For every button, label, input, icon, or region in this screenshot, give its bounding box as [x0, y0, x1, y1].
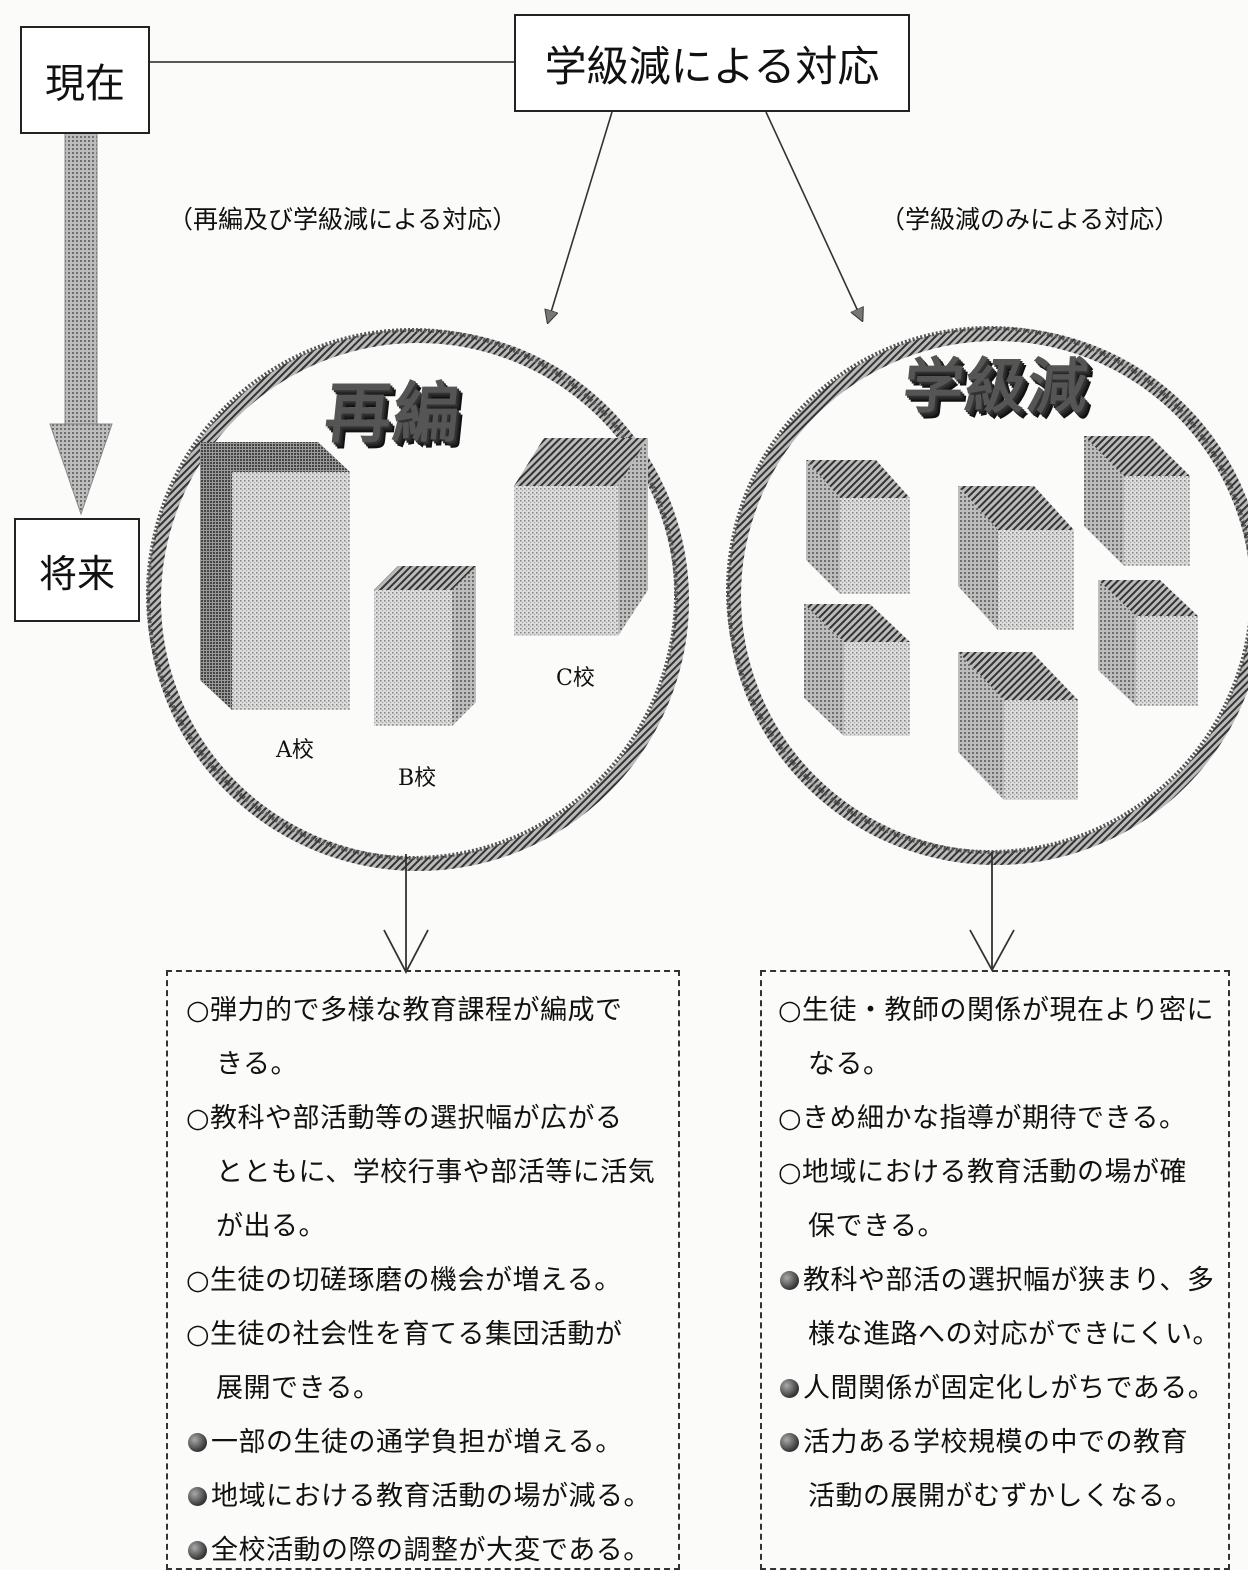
effect-item-line: 一部の生徒の通学負担が増える。	[186, 1420, 623, 1459]
school-a-building	[200, 442, 350, 710]
main-node: 学級減による対応	[514, 14, 910, 112]
current-node: 現在	[20, 26, 150, 134]
demerit-bullet-icon	[780, 1379, 799, 1398]
effect-item-line: きる。	[216, 1049, 298, 1080]
effect-item-line: とともに、学校行事や部活等に活気	[216, 1157, 656, 1188]
effect-item-line: ○生徒の社会性を育てる集団活動が	[186, 1319, 623, 1350]
effect-text: 人間関係が固定化しがちである。	[803, 1373, 1216, 1404]
effect-text: 一部の生徒の通学負担が増える。	[211, 1427, 623, 1458]
right-building-3	[1084, 436, 1190, 566]
effect-item-line: 地域における教育活動の場が減る。	[186, 1474, 651, 1513]
effect-text: 教科や部活の選択幅が狭まり、多	[803, 1265, 1215, 1296]
effect-text: 活力ある学校規模の中での教育	[803, 1427, 1188, 1458]
effect-item-line: 保できる。	[808, 1211, 945, 1242]
arrow-right-down	[969, 852, 1015, 972]
effect-text: 全校活動の際の調整が大変である。	[211, 1535, 651, 1566]
demerit-bullet-icon	[188, 1487, 207, 1506]
timeline-arrow	[49, 131, 113, 516]
right-circle	[726, 326, 1248, 865]
effect-item-line: ○地域における教育活動の場が確	[778, 1157, 1188, 1188]
right-building-2	[958, 486, 1074, 630]
effect-item-line: 活動の展開がむずかしくなる。	[808, 1481, 1193, 1512]
arrow-to-right-circle	[765, 111, 862, 320]
right-building-6	[1098, 580, 1198, 706]
left-emblem: 再編	[321, 375, 466, 452]
school-b-building	[374, 566, 476, 726]
arrow-left-down	[383, 854, 429, 974]
effect-item-line: 様な進路への対応ができにくい。	[808, 1319, 1220, 1350]
arrow-to-left-circle	[548, 111, 613, 322]
effect-item-line: ○生徒・教師の関係が現在より密に	[778, 995, 1215, 1026]
effect-item-line: ○きめ細かな指導が期待できる。	[778, 1103, 1187, 1134]
effect-item-line: 教科や部活の選択幅が狭まり、多	[778, 1258, 1214, 1297]
school-c-building	[514, 438, 648, 636]
right-building-4	[804, 604, 910, 736]
effect-item-line: ○生徒の切磋琢磨の機会が増える。	[186, 1265, 622, 1296]
right-branch-label: （学級減のみによる対応）	[880, 205, 1180, 234]
current-label: 現在	[45, 61, 125, 107]
school-c-label: C校	[556, 666, 595, 691]
effect-item-line: ○弾力的で多様な教育課程が編成で	[186, 995, 623, 1026]
future-node: 将来	[14, 518, 140, 622]
demerit-bullet-icon	[188, 1541, 207, 1560]
right-building-5	[958, 652, 1078, 800]
effect-item-line: 人間関係が固定化しがちである。	[778, 1366, 1215, 1405]
future-label: 将来	[38, 551, 115, 596]
effect-text: 地域における教育活動の場が減る。	[211, 1481, 651, 1512]
school-a-label: A校	[276, 738, 314, 763]
effect-item-line: ○教科や部活動等の選択幅が広がる	[186, 1103, 623, 1134]
effect-item-line: なる。	[808, 1049, 891, 1080]
effect-item-line: 展開できる。	[216, 1373, 381, 1404]
main-label: 学級減による対応	[544, 41, 880, 91]
demerit-bullet-icon	[188, 1433, 207, 1452]
right-building-1	[806, 460, 910, 594]
demerit-bullet-icon	[780, 1433, 799, 1452]
demerit-bullet-icon	[780, 1271, 799, 1290]
right-emblem: 学級減	[899, 352, 1094, 422]
school-b-label: B校	[398, 766, 437, 791]
left-circle	[146, 328, 689, 871]
effect-item-line: が出る。	[216, 1211, 326, 1242]
effect-item-line: 活力ある学校規模の中での教育	[778, 1420, 1188, 1459]
left-branch-label: （再編及び学級減による対応）	[168, 205, 518, 234]
